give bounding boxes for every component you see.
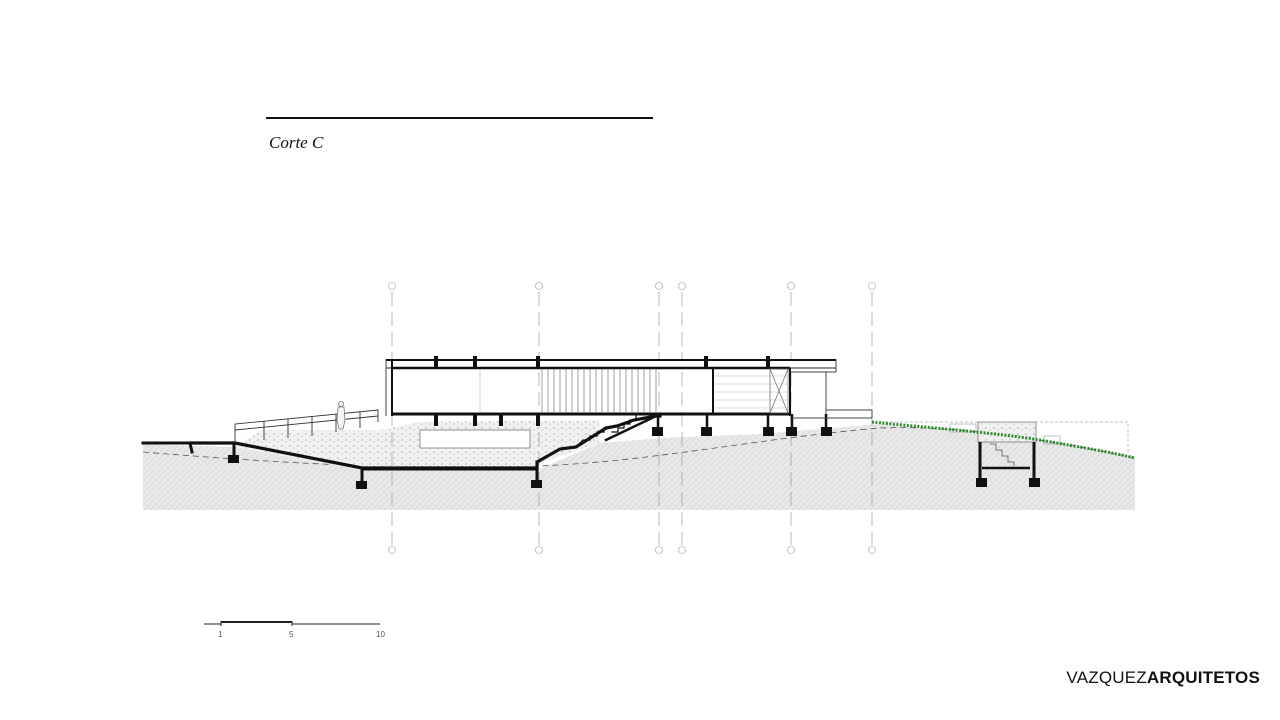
scale-bar (204, 621, 380, 626)
terrace-deck (790, 409, 873, 419)
footings (228, 427, 1040, 489)
human-figure-icon (336, 401, 346, 430)
piers (656, 414, 828, 428)
brand-wordmark: VAZQUEZARQUITETOS (1066, 668, 1260, 688)
grass-line (871, 420, 1136, 460)
ground-section (143, 424, 1135, 510)
title-rule (266, 117, 653, 119)
section-cut-lines (141, 414, 662, 484)
grid-axis-bubbles (388, 282, 876, 554)
building-section (385, 356, 837, 426)
scale-label-10: 10 (376, 630, 385, 639)
scale-label-1: 1 (218, 630, 223, 639)
drawing-title: Corte C (269, 133, 324, 152)
ramp-railing (234, 409, 379, 443)
scale-label-5: 5 (289, 630, 294, 639)
brand-light: VAZQUEZ (1066, 668, 1147, 687)
brand-bold: ARQUITETOS (1146, 668, 1260, 687)
pool-outline (419, 429, 531, 449)
